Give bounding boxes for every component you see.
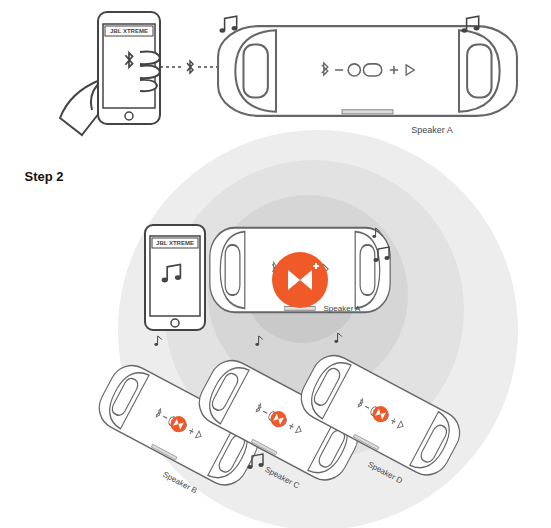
phone-screen-title: JBL XTREME	[110, 28, 148, 34]
speaker-label: Speaker A	[411, 126, 453, 135]
phone-screen-title: JBL XTREME	[156, 240, 194, 246]
step-heading: Step 2	[24, 170, 63, 183]
speaker-label: Speaker A	[324, 305, 361, 313]
